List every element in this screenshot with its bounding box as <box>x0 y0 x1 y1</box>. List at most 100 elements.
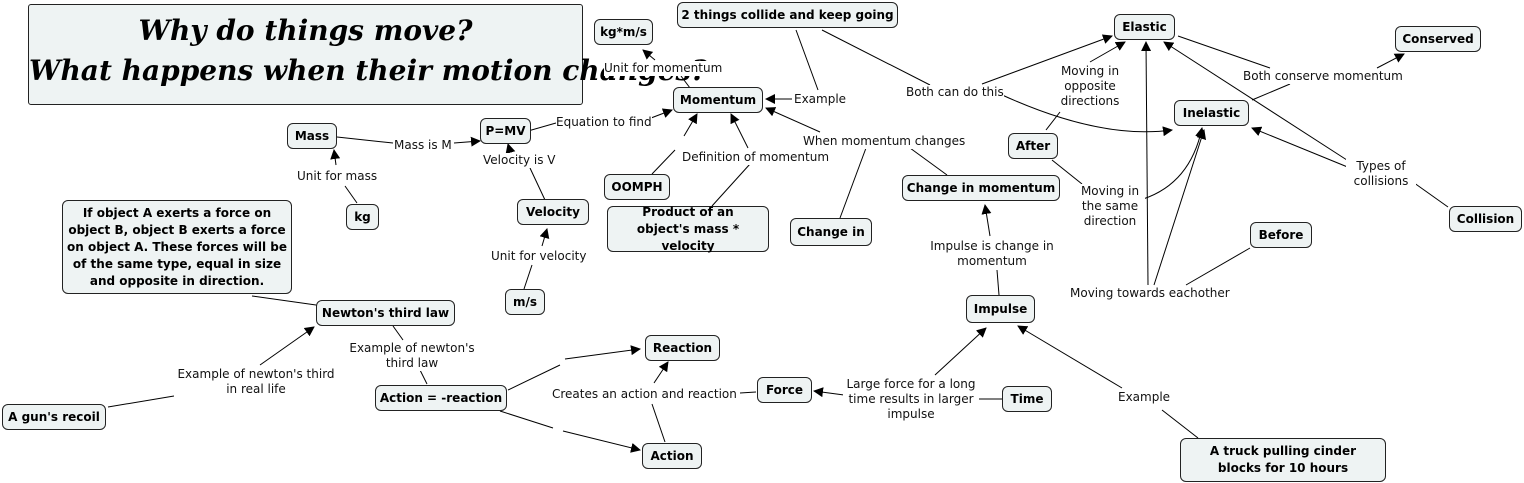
link-definition-momentum <box>683 113 698 137</box>
label-moving-towards: Moving towards eachother <box>1070 286 1230 301</box>
link-product-definition <box>711 163 751 207</box>
link-force-creates <box>739 391 757 394</box>
link-impulselabel-change <box>981 204 992 237</box>
link-newton-defbox <box>251 295 317 306</box>
link-largeforce-impulse <box>934 327 987 376</box>
link-collide-example <box>795 29 819 91</box>
label-example-bottom: Example <box>1118 390 1171 405</box>
node-product-mass-velocity[interactable]: Product of an object's mass * velocity <box>607 205 769 253</box>
link-towards-inelastic <box>1153 129 1206 286</box>
link-before-towards <box>1185 247 1251 286</box>
node-inelastic[interactable]: Inelastic <box>1174 100 1249 126</box>
link-ms-unit-vel <box>523 264 533 290</box>
link-after-same <box>1051 159 1083 185</box>
link-actioneq-reaction <box>507 349 640 391</box>
node-elastic[interactable]: Elastic <box>1114 14 1175 40</box>
label-unit-for-velocity: Unit for velocity <box>491 249 587 264</box>
node-change-in-momentum[interactable]: Change in momentum <box>902 175 1060 201</box>
node-impulse[interactable]: Impulse <box>966 295 1035 323</box>
link-examplereal-newton <box>259 326 315 366</box>
link-mass-label <box>336 136 394 144</box>
node-mass[interactable]: Mass <box>287 123 337 149</box>
node-before[interactable]: Before <box>1250 222 1312 248</box>
label-creates-action-reaction: Creates an action and reaction <box>552 387 737 402</box>
link-bothcan-inelastic <box>999 93 1173 137</box>
link-velocity-label <box>529 167 546 201</box>
link-creates-reaction <box>653 361 669 384</box>
link-when-momentum <box>765 107 821 133</box>
node-force[interactable]: Force <box>757 377 812 403</box>
node-gun-recoil[interactable]: A gun's recoil <box>2 404 106 430</box>
link-impulse-label <box>996 269 1000 296</box>
link-equation-momentum <box>650 108 673 119</box>
node-after[interactable]: After <box>1008 133 1058 159</box>
node-p-equals-mv[interactable]: P=MV <box>480 118 531 144</box>
link-truck-example <box>1161 409 1199 439</box>
link-oomph-definition <box>651 149 676 175</box>
label-example-newton: Example of newton's third law <box>346 341 478 371</box>
label-example-real-life: Example of newton's third in real life <box>174 367 338 397</box>
link-momentum-unit-label <box>680 75 691 89</box>
node-m-s[interactable]: m/s <box>505 289 545 315</box>
label-both-can-do-this: Both can do this <box>906 85 1004 100</box>
label-unit-for-mass: Unit for mass <box>297 169 378 184</box>
link-inelastic-bothconserve <box>1251 83 1291 101</box>
label-unit-for-momentum: Unit for momentum <box>604 61 723 76</box>
link-bothcan-elastic <box>981 34 1113 85</box>
link-opposite-elastic <box>1089 41 1126 63</box>
link-velocityisv-pmv <box>505 143 516 155</box>
title-box: Why do things move? What happens when th… <box>28 4 708 105</box>
link-types-elastic <box>1163 41 1351 163</box>
link-types-inelastic <box>1251 126 1351 169</box>
link-action-creates <box>651 403 666 443</box>
node-conserved[interactable]: Conserved <box>1395 26 1481 52</box>
node-kg[interactable]: kg <box>346 204 379 230</box>
label-moving-opposite: Moving in opposite directions <box>1055 64 1125 109</box>
node-reaction[interactable]: Reaction <box>645 335 720 361</box>
node-action[interactable]: Action <box>642 443 702 469</box>
label-equation-to-find: Equation to find <box>556 115 652 130</box>
link-actioneq-action <box>499 410 640 450</box>
link-unitvel-velocity <box>539 228 550 247</box>
link-changemomentum-when <box>909 147 948 176</box>
label-both-conserve: Both conserve momentum <box>1243 69 1403 84</box>
link-largeforce-force <box>813 387 845 398</box>
link-example-impulse <box>1017 325 1123 389</box>
label-large-force: Large force for a long time results in l… <box>843 377 979 422</box>
link-massism-pmv <box>453 136 481 147</box>
node-change-in[interactable]: Change in <box>790 218 872 246</box>
node-time[interactable]: Time <box>1002 386 1052 412</box>
label-velocity-is-v: Velocity is V <box>483 153 556 168</box>
node-action-equals-reaction[interactable]: Action = -reaction <box>375 385 507 411</box>
link-towards-elastic <box>1141 41 1152 286</box>
label-when-momentum-changes: When momentum changes <box>803 134 966 149</box>
link-collision-types <box>1409 179 1449 208</box>
link-pmv-equation <box>527 122 557 132</box>
link-gun-examplereal <box>107 395 175 408</box>
link-mass-unit <box>330 149 341 166</box>
link-changein-when <box>839 147 867 219</box>
node-momentum[interactable]: Momentum <box>673 87 763 113</box>
node-collision[interactable]: Collision <box>1449 206 1522 232</box>
label-moving-same: Moving in the same direction <box>1075 184 1145 229</box>
link-actioneq-examplenewton <box>419 369 428 385</box>
link-bothconserve-conserved <box>1376 53 1405 69</box>
label-mass-is-m: Mass is M <box>394 138 452 153</box>
node-truck-cinder-blocks[interactable]: A truck pulling cinder blocks for 10 hou… <box>1180 438 1386 482</box>
title-line-2: What happens when their motion changes? <box>29 54 708 87</box>
link-definition-momentum-2 <box>730 113 749 149</box>
node-newtons-third-law[interactable]: Newton's third law <box>316 300 455 326</box>
label-definition: Definition of momentum <box>682 150 830 165</box>
link-kg-unit <box>344 185 358 204</box>
link-elastic-bothconserve <box>1177 35 1271 69</box>
node-two-things-collide[interactable]: 2 things collide and keep going <box>677 2 898 28</box>
link-unit-momentum-kgms <box>642 49 656 61</box>
link-after-opposite <box>1045 111 1061 131</box>
link-collide-bothcan <box>821 29 931 86</box>
node-newtons-law-definition[interactable]: If object A exerts a force on object B, … <box>62 200 292 294</box>
node-kg-m-s[interactable]: kg*m/s <box>594 19 653 45</box>
node-velocity[interactable]: Velocity <box>517 199 589 225</box>
label-types-of-collisions: Types of collisions <box>1346 159 1416 189</box>
node-oomph[interactable]: OOMPH <box>604 174 670 200</box>
